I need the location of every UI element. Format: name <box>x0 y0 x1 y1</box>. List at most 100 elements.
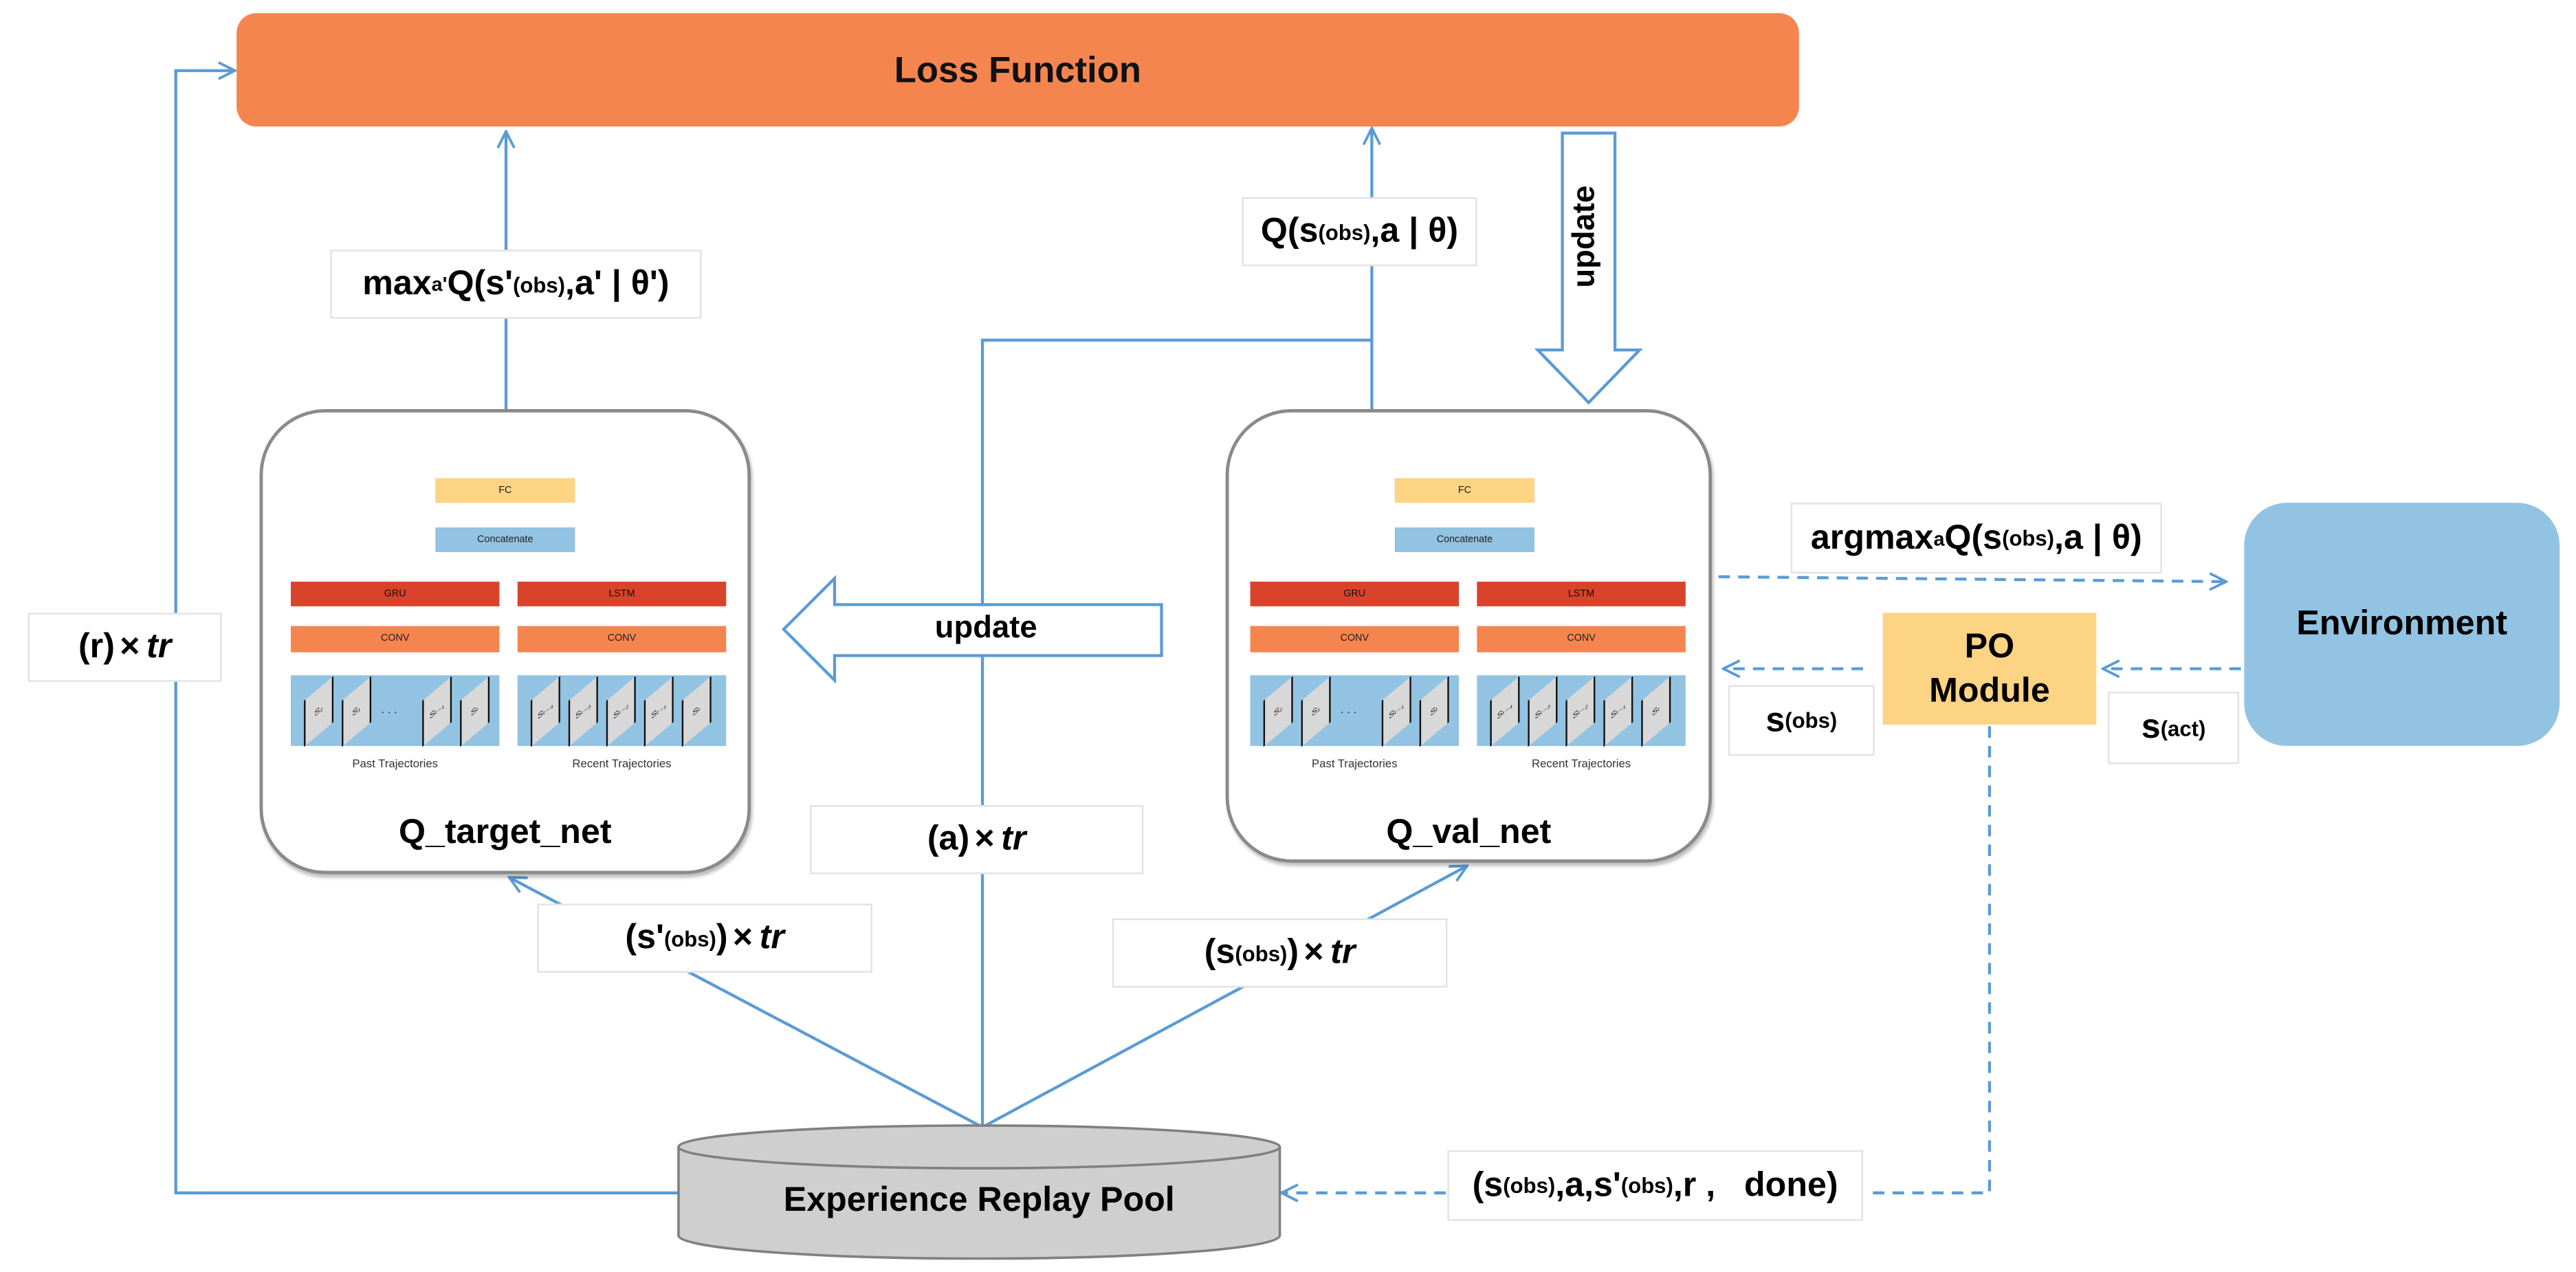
po-module-line1: PO <box>1964 627 2015 666</box>
frame: Sₜ <box>460 676 490 747</box>
label-text: (s <box>1472 1165 1504 1204</box>
update-arrow-down <box>1534 131 1643 405</box>
frame: Sₜ₋₁ <box>643 676 674 747</box>
gru-layer: GRU <box>290 581 500 606</box>
label-text: × <box>974 820 995 858</box>
label-text: Q(s <box>1260 212 1319 250</box>
label-text: × <box>732 918 753 956</box>
label-text: (s' <box>625 918 664 956</box>
q-val-net-title: Q_val_net <box>1386 813 1552 851</box>
frame: Sₜ₋₁ <box>1381 676 1411 747</box>
frame: Sₜ <box>1641 676 1671 747</box>
fc-layer: FC <box>1394 478 1534 503</box>
conv-layer-past: CONV <box>1250 626 1460 653</box>
label-text: (s <box>1204 933 1235 972</box>
label-superscript: (obs) <box>1235 941 1288 965</box>
label-superscript: (obs) <box>2002 525 2055 551</box>
frame: S₂ <box>304 676 334 747</box>
label-superscript: (obs) <box>513 272 566 297</box>
lstm-layer: LSTM <box>1477 581 1686 606</box>
frame: Sₜ₋₂ <box>606 676 636 747</box>
frame: Sₜ <box>1419 676 1449 747</box>
update-vertical-label: update <box>1567 185 1603 288</box>
label-text: s <box>2141 708 2161 746</box>
frame: Sₜ <box>681 676 712 747</box>
label-text: tr <box>759 918 784 956</box>
label-text: ,r , done) <box>1673 1165 1838 1204</box>
label-s-obs: s(obs) <box>1728 685 1875 756</box>
replay-pool-label: Experience Replay Pool <box>783 1181 1175 1220</box>
edge-po-to-pool <box>1864 726 1992 1195</box>
label-superscript: (obs) <box>1318 219 1371 244</box>
conv-layer-past: CONV <box>290 626 500 653</box>
edge-pool-to-val <box>982 866 1467 1129</box>
frame: S₁ <box>342 676 372 747</box>
conv-layer-recent: CONV <box>1477 626 1686 653</box>
recent-trajectories-block: Sₜ₋₄ Sₜ₋₃ Sₜ₋₂ Sₜ₋₁ Sₜ <box>1477 675 1686 747</box>
label-superscript: (obs) <box>663 925 716 951</box>
frame: Sₜ₋₃ <box>1528 676 1558 747</box>
label-text: ) <box>716 918 728 956</box>
past-trajectories-caption: Past Trajectories <box>1311 759 1398 771</box>
frame: S₁ <box>1301 676 1331 747</box>
edge-val-to-env <box>1718 577 2226 582</box>
po-module-box: PO Module <box>1882 613 2097 725</box>
recent-trajectories-caption: Recent Trajectories <box>1532 759 1631 771</box>
past-trajectories-block: S₂ S₁ . . . Sₜ₋₁ Sₜ <box>290 675 500 747</box>
concatenate-layer: Concatenate <box>1394 527 1534 552</box>
label-s-act: s(act) <box>2107 692 2240 765</box>
label-text: Q(s' <box>447 264 514 303</box>
label-transition-tuple: (s(obs),a,s'(obs),r , done) <box>1447 1150 1863 1221</box>
q-val-net: FC Concatenate GRU LSTM CONV CONV S₂ S₁ … <box>1225 409 1713 863</box>
past-trajectories-caption: Past Trajectories <box>352 759 439 771</box>
label-subscript: a <box>1933 526 1945 550</box>
label-text: ,a | θ) <box>1370 212 1459 250</box>
update-arrow-left <box>781 574 1163 684</box>
past-trajectories-block: S₂ S₁ . . . Sₜ₋₁ Sₜ <box>1250 675 1460 747</box>
recent-trajectories-block: Sₜ₋₄ Sₜ₋₃ Sₜ₋₂ Sₜ₋₁ Sₜ <box>517 675 727 747</box>
label-text: × <box>1303 933 1324 972</box>
replay-pool-cylinder <box>677 1124 1281 1260</box>
label-text: Q(s <box>1944 518 2003 556</box>
label-text: ,a' | θ') <box>565 264 670 303</box>
label-text: tr <box>1001 820 1026 858</box>
label-next-state-tr: (s'(obs))×tr <box>537 903 872 973</box>
frame: Sₜ₋₃ <box>568 676 598 747</box>
ellipsis: . . . <box>1340 705 1357 716</box>
label-text: tr <box>146 627 172 666</box>
label-text: (r) <box>78 627 115 666</box>
frame: Sₜ₋₁ <box>1603 676 1633 747</box>
recent-trajectories-caption: Recent Trajectories <box>572 759 672 771</box>
label-text: max <box>362 264 432 303</box>
frame: Sₜ₋₁ <box>422 676 452 747</box>
label-text: ,a,s' <box>1555 1165 1621 1204</box>
label-text: ,a | θ) <box>2054 518 2142 556</box>
frame: Sₜ₋₄ <box>530 676 560 747</box>
frame: Sₜ₋₄ <box>1490 676 1520 747</box>
gru-layer: GRU <box>1250 581 1460 606</box>
frame: S₂ <box>1263 676 1293 747</box>
label-superscript: (obs) <box>1620 1173 1673 1198</box>
label-superscript: (obs) <box>1785 708 1838 733</box>
ellipsis: . . . <box>381 705 397 716</box>
label-text: ) <box>1287 933 1299 972</box>
label-superscript: (obs) <box>1503 1173 1556 1198</box>
concatenate-layer: Concatenate <box>435 527 575 552</box>
frame: Sₜ₋₂ <box>1565 676 1596 747</box>
label-action-tr: (a)×tr <box>810 804 1144 875</box>
loss-function-box: Loss Function <box>236 13 1799 127</box>
q-target-net-title: Q_target_net <box>399 813 612 851</box>
label-reward-tr: (r)×tr <box>27 613 222 682</box>
update-horizontal-label: update <box>934 611 1037 646</box>
label-text: tr <box>1330 933 1356 972</box>
fc-layer: FC <box>435 478 575 503</box>
label-text: × <box>120 627 140 666</box>
po-module-line2: Module <box>1929 672 2050 710</box>
label-text: argmax <box>1810 518 1934 556</box>
label-q-val: Q(s(obs),a | θ) <box>1242 197 1477 267</box>
label-superscript: (act) <box>2160 715 2206 741</box>
